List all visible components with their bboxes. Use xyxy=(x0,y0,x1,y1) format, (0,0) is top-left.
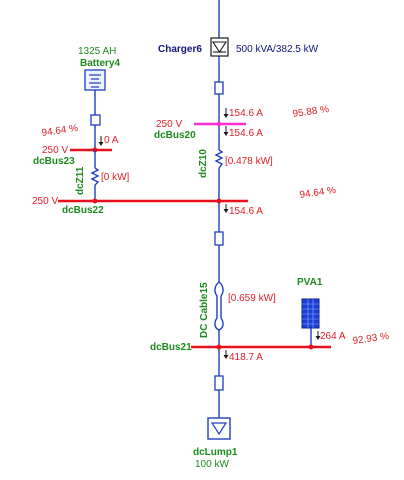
charger-rating: 500 kVA/382.5 kW xyxy=(236,44,319,55)
bus21-breaker-icon[interactable] xyxy=(214,375,224,391)
dcbus22-percent: 94.64 % xyxy=(299,185,337,201)
dcbus23-percent: 94.64 % xyxy=(41,123,79,139)
dcz10-resistor-icon[interactable] xyxy=(214,149,224,169)
dcz10-power: [0.478 kW] xyxy=(225,156,273,167)
dcbus21-node-right xyxy=(308,344,314,350)
dcbus21-node-left xyxy=(216,344,222,350)
dclump1-rating: 100 kW xyxy=(195,459,229,470)
dcz11-name: dcZ11 xyxy=(75,166,86,195)
dcbus21-name: dcBus21 xyxy=(150,342,192,353)
dcbus22-node-left xyxy=(92,198,98,204)
dcbus21-current: 418.7 A xyxy=(229,352,263,363)
dcbus23-voltage: 250 V xyxy=(42,145,68,156)
dc-cable15-power: [0.659 kW] xyxy=(228,293,276,304)
pva1-name: PVA1 xyxy=(297,277,323,288)
dcbus20-current-below: 154.6 A xyxy=(229,128,263,139)
charger-name: Charger6 xyxy=(158,44,202,55)
dc-cable15-icon[interactable] xyxy=(214,281,224,331)
pva1-current: 264 A xyxy=(320,331,346,342)
dcbus23-current-arrow-icon xyxy=(98,136,104,146)
dcbus20-node xyxy=(216,121,222,127)
dcbus20-current-above-arrow-icon xyxy=(223,108,229,118)
dcbus20-name: dcBus20 xyxy=(154,130,196,141)
dcbus20-percent: 95.88 % xyxy=(292,104,330,120)
charger-breaker-icon[interactable] xyxy=(214,81,224,95)
battery-capacity: 1325 AH xyxy=(78,46,116,57)
dcbus22-current: 154.6 A xyxy=(229,206,263,217)
dcbus20-current-below-arrow-icon xyxy=(223,126,229,136)
battery-icon[interactable] xyxy=(84,69,106,91)
dcbus22-node-right xyxy=(216,198,222,204)
dclump1-name: dcLump1 xyxy=(193,447,238,458)
dcbus23-current: 0 A xyxy=(104,135,119,146)
dcbus21-percent: 92.93 % xyxy=(352,331,390,347)
dcbus20-voltage: 250 V xyxy=(156,119,182,130)
dcz11-power: [0 kW] xyxy=(101,172,130,183)
dcbus23-name: dcBus23 xyxy=(33,156,75,167)
dcbus22-voltage: 250 V xyxy=(32,196,58,207)
charger-symbol[interactable] xyxy=(210,37,229,57)
dcbus20-current-above: 154.6 A xyxy=(229,108,263,119)
dcz10-name: dcZ10 xyxy=(198,149,209,178)
battery-breaker-icon[interactable] xyxy=(90,114,101,126)
pva1-current-arrow-icon xyxy=(315,331,321,340)
dcbus22-name: dcBus22 xyxy=(62,205,104,216)
dcbus21-current-arrow-icon xyxy=(223,350,229,359)
dc-cable15-name: DC Cable15 xyxy=(199,282,210,338)
dcz11-resistor-icon[interactable] xyxy=(90,167,100,186)
battery-name: Battery4 xyxy=(80,58,120,69)
dcbus22-current-arrow-icon xyxy=(223,204,229,213)
bus22-breaker-icon[interactable] xyxy=(214,231,224,246)
dc-lump-load-icon[interactable] xyxy=(207,417,231,440)
solar-panel-icon[interactable] xyxy=(301,298,320,329)
